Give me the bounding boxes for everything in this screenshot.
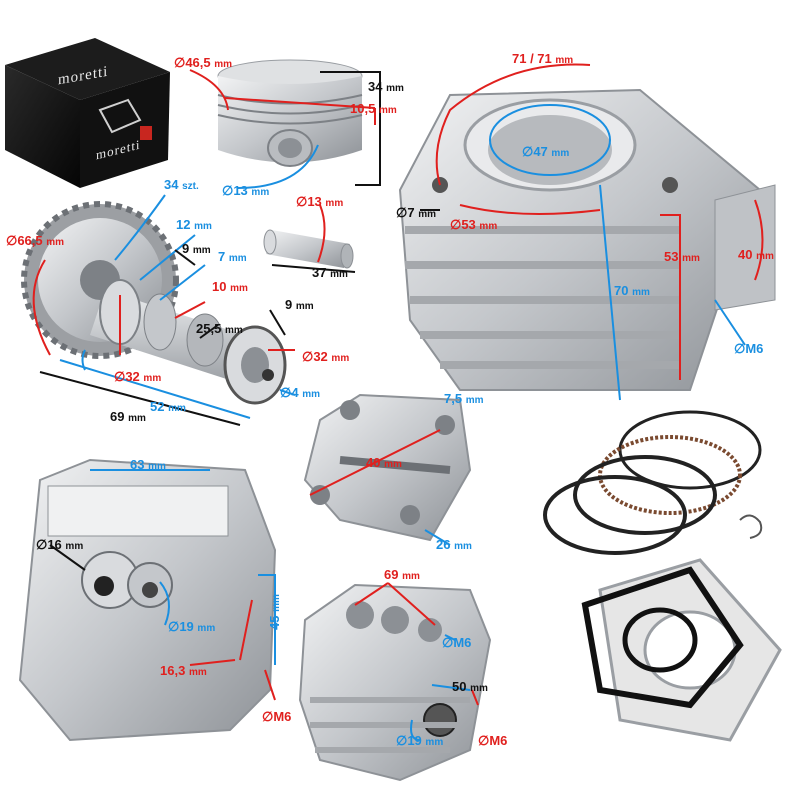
- label-piston-height: 34 mm: [368, 79, 404, 94]
- label-head2-m6-bottom: ∅M6: [478, 733, 508, 748]
- moretti-box: [5, 38, 170, 188]
- piston-rings: [543, 410, 763, 555]
- label-pin-diameter: ∅13 mm: [296, 194, 344, 209]
- label-head2-69: 69 mm: [384, 567, 420, 582]
- label-cyl-bore: ∅47 mm: [522, 144, 570, 159]
- label-cam-9-top: 9 mm: [182, 241, 211, 256]
- label-cyl-bore-outer: ∅53 mm: [450, 217, 498, 232]
- label-piston-pin-hole: ∅13 mm: [222, 183, 270, 198]
- label-cam-52: 52 mm: [150, 399, 186, 414]
- moretti-logo-icon: [98, 98, 142, 134]
- label-bearing-right: ∅32 mm: [302, 349, 350, 364]
- label-head-16-3: 16,3 mm: [160, 663, 207, 678]
- label-cam-7: 7 mm: [218, 249, 247, 264]
- label-cam-69: 69 mm: [110, 409, 146, 424]
- cylinder-head-right: [298, 583, 492, 782]
- piston-pin: [263, 229, 354, 269]
- cylinder-head-left: [18, 458, 277, 742]
- label-sprocket-diameter: ∅66,5 mm: [6, 233, 65, 248]
- label-cyl-height-53: 53 mm: [664, 249, 700, 264]
- label-piston-diameter: ∅46,5 mm: [174, 55, 233, 70]
- label-cyl-height-70: 70 mm: [614, 283, 650, 298]
- cylinder: [398, 88, 776, 391]
- label-piston-pin-offset: 10,5 mm: [350, 101, 397, 116]
- dimension-lines-red: [32, 63, 764, 706]
- label-cyl-thread: ∅M6: [734, 341, 764, 356]
- label-rocker-7-5: 7,5 mm: [444, 391, 484, 406]
- label-head-19: ∅19 mm: [168, 619, 216, 634]
- dimension-lines-blue: [59, 104, 746, 741]
- label-sprocket-teeth: 34 szt.: [164, 177, 199, 192]
- label-cyl-stud-hole: ∅7 mm: [396, 205, 436, 220]
- piston: [217, 59, 363, 167]
- camshaft: [90, 279, 287, 405]
- label-head-m6: ∅M6: [262, 709, 292, 724]
- label-bearing-left: ∅32 mm: [114, 369, 162, 384]
- label-cam-hole: ∅4 mm: [280, 385, 320, 400]
- label-rocker-26: 26 mm: [436, 537, 472, 552]
- label-cyl-port: 40 mm: [738, 247, 774, 262]
- label-pin-length: 37 mm: [312, 265, 348, 280]
- label-head-16: ∅16 mm: [36, 537, 84, 552]
- label-cyl-stud-spacing: 71 / 71 mm: [512, 51, 574, 66]
- gaskets: [581, 558, 782, 742]
- label-cam-12: 12 mm: [176, 217, 212, 232]
- rocker-assembly: [303, 393, 472, 542]
- label-head2-m6-top: ∅M6: [442, 635, 472, 650]
- label-cam-25-5: 25,5 mm: [196, 321, 243, 336]
- label-head2-19: ∅19 mm: [396, 733, 444, 748]
- label-cam-9-right: 9 mm: [285, 297, 314, 312]
- label-cam-10: 10 mm: [212, 279, 248, 294]
- label-head-63: 63 mm: [130, 457, 166, 472]
- label-head2-50: 50 mm: [452, 679, 488, 694]
- label-head-45: 45 mm: [267, 594, 282, 630]
- dimension-lines-black: [39, 71, 440, 571]
- label-rocker-40: 40 mm: [366, 455, 402, 470]
